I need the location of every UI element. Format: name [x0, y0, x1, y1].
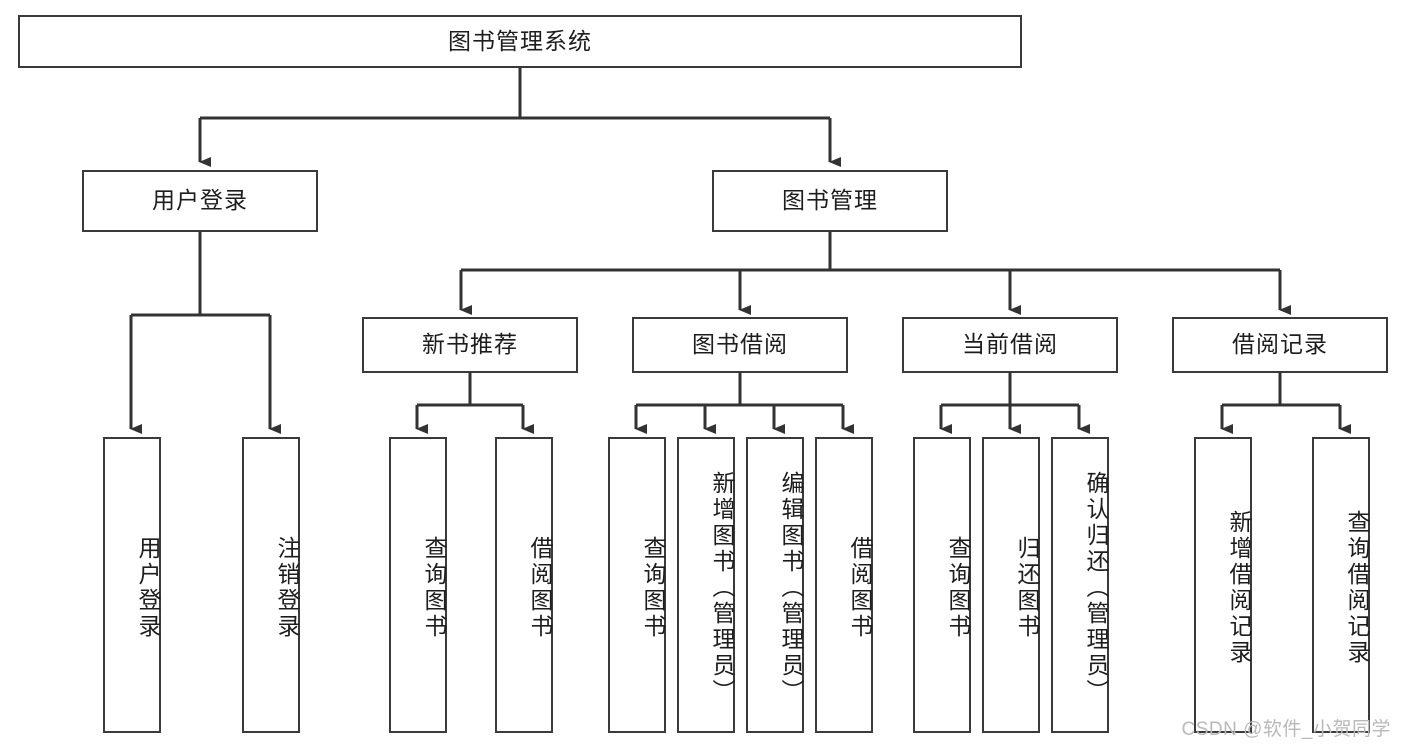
node-label: 注销登录 — [274, 536, 300, 640]
node-label: 查询图书 — [640, 536, 666, 640]
node-label: 借阅图书 — [847, 536, 873, 640]
node-label: 编辑图书（管理员） — [778, 471, 804, 705]
leaf-user-login-signin[interactable]: 用户登录 — [103, 437, 161, 733]
leaf-book-borrow-edit-book-admin[interactable]: 编辑图书（管理员） — [746, 437, 804, 733]
node-borrow-record[interactable]: 借阅记录 — [1172, 317, 1388, 373]
node-book-borrow[interactable]: 图书借阅 — [632, 317, 848, 373]
node-book-management[interactable]: 图书管理 — [712, 170, 948, 232]
leaf-current-borrow-return-book[interactable]: 归还图书 — [982, 437, 1040, 733]
node-label: 借阅图书 — [527, 536, 553, 640]
node-label: 查询借阅记录 — [1344, 510, 1370, 666]
node-label: 新增图书（管理员） — [709, 471, 735, 705]
leaf-current-borrow-confirm-return-admin[interactable]: 确认归还（管理员） — [1051, 437, 1109, 733]
leaf-borrow-record-query-record[interactable]: 查询借阅记录 — [1312, 437, 1370, 733]
leaf-book-borrow-add-book-admin[interactable]: 新增图书（管理员） — [677, 437, 735, 733]
node-user-login[interactable]: 用户登录 — [82, 170, 318, 232]
node-label: 借阅记录 — [1232, 331, 1328, 358]
leaf-book-borrow-borrow-book[interactable]: 借阅图书 — [815, 437, 873, 733]
node-label: 图书管理系统 — [448, 27, 592, 54]
node-current-borrow[interactable]: 当前借阅 — [902, 317, 1118, 373]
leaf-new-book-query-book[interactable]: 查询图书 — [389, 437, 447, 733]
leaf-current-borrow-query-book[interactable]: 查询图书 — [913, 437, 971, 733]
node-label: 当前借阅 — [962, 331, 1058, 358]
node-label: 新书推荐 — [422, 331, 518, 358]
node-label: 查询图书 — [421, 536, 447, 640]
node-label: 图书借阅 — [692, 331, 788, 358]
node-label: 用户登录 — [135, 536, 161, 640]
node-label: 查询图书 — [945, 536, 971, 640]
leaf-book-borrow-query-book[interactable]: 查询图书 — [608, 437, 666, 733]
node-label: 确认归还（管理员） — [1083, 471, 1109, 705]
node-label: 用户登录 — [152, 187, 248, 214]
leaf-user-login-signout[interactable]: 注销登录 — [242, 437, 300, 733]
node-label: 新增借阅记录 — [1226, 510, 1252, 666]
node-label: 归还图书 — [1014, 536, 1040, 640]
node-label: 图书管理 — [782, 187, 878, 214]
node-root-book-management-system[interactable]: 图书管理系统 — [18, 15, 1022, 68]
leaf-new-book-borrow-book[interactable]: 借阅图书 — [495, 437, 553, 733]
node-new-book-recommend[interactable]: 新书推荐 — [362, 317, 578, 373]
leaf-borrow-record-add-record[interactable]: 新增借阅记录 — [1194, 437, 1252, 733]
